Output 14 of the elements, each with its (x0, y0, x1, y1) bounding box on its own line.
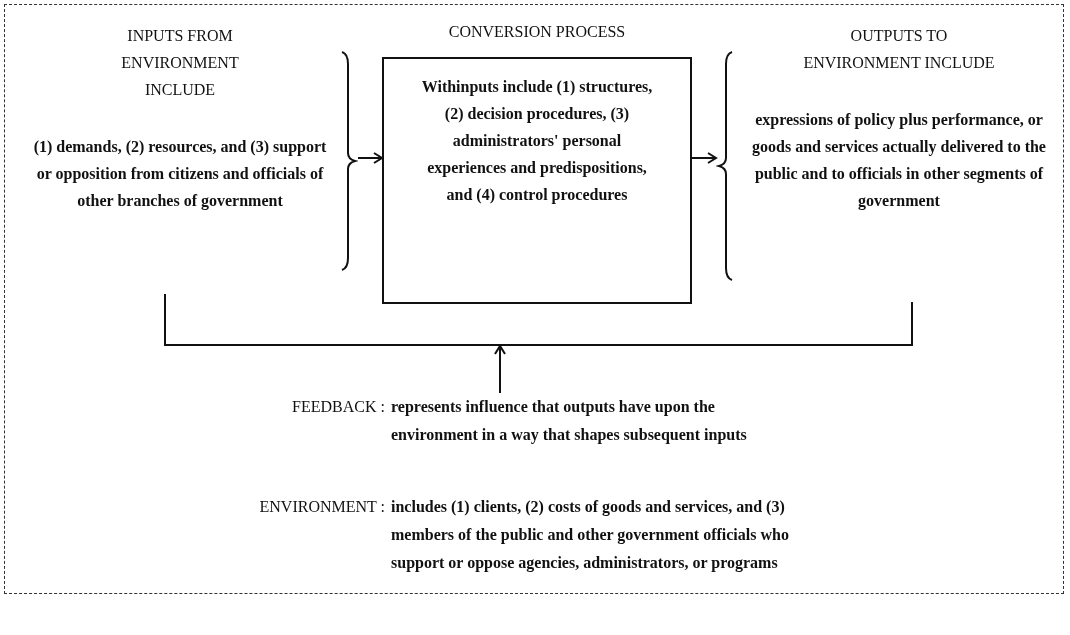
body-text: expressions of policy plus performance, or goods and services actually delivered to the public and to officials in other segments of government (751, 110, 1047, 212)
box-text: Withinputs include (1) structures, (2) decision procedures, (3) administrators' personal experiences and predispositions, and (4) control procedures (420, 77, 654, 206)
arrow (357, 152, 383, 164)
arrow (691, 152, 717, 164)
body-text: (1) demands, (2) resources, and (3) support or opposition from citizens and officials of other branches of government (32, 137, 328, 212)
feedback-line (164, 293, 913, 346)
heading: INPUTS FROM ENVIRONMENT INCLUDE (120, 26, 240, 100)
definition-text: represents influence that outputs have upon the environment in a way that shapes subsequent inputs (391, 397, 748, 446)
heading: CONVERSION PROCESS (447, 22, 627, 42)
term-label: ENVIRONMENT : (258, 497, 386, 517)
term-label: FEEDBACK : (291, 397, 386, 417)
arrow (494, 345, 506, 394)
heading: OUTPUTS TO ENVIRONMENT INCLUDE (802, 26, 996, 73)
definition-text: includes (1) clients, (2) costs of goods and services, and (3) members of the public and other government officials who support or oppose agencies, administrators, or programs (391, 497, 790, 574)
